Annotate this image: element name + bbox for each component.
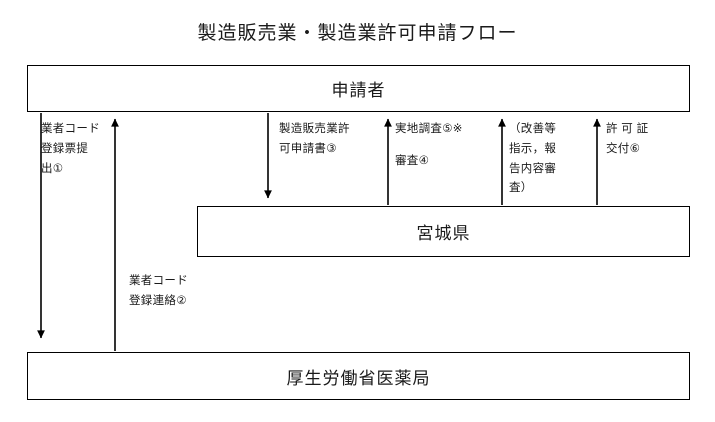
node-applicant-label: 申請者 [331,81,386,100]
edge-label-improvement: （改善等 指示，報 告内容審 査） [509,123,557,195]
node-prefecture-label: 宮城県 [416,224,471,243]
edge-label-code-submit: 業者コード 登録票提 出① [41,123,100,175]
diagram-title: 製造販売業・製造業許可申請フロー [197,23,518,44]
node-prefecture: 宮城県 [197,206,690,257]
node-ministry-label: 厚生労働省医薬局 [286,368,431,388]
edge-label-permit: 許 可 証 交付⑥ [606,123,649,155]
node-ministry: 厚生労働省医薬局 [27,352,690,400]
edge-label-application: 製造販売業許 可申請書③ [279,123,350,155]
edge-label-review: 審査④ [395,155,430,167]
edge-label-inspection: 実地調査⑤※ [395,123,463,135]
edge-label-code-contact: 業者コード 登録連絡② [129,275,188,307]
node-applicant: 申請者 [27,65,690,112]
